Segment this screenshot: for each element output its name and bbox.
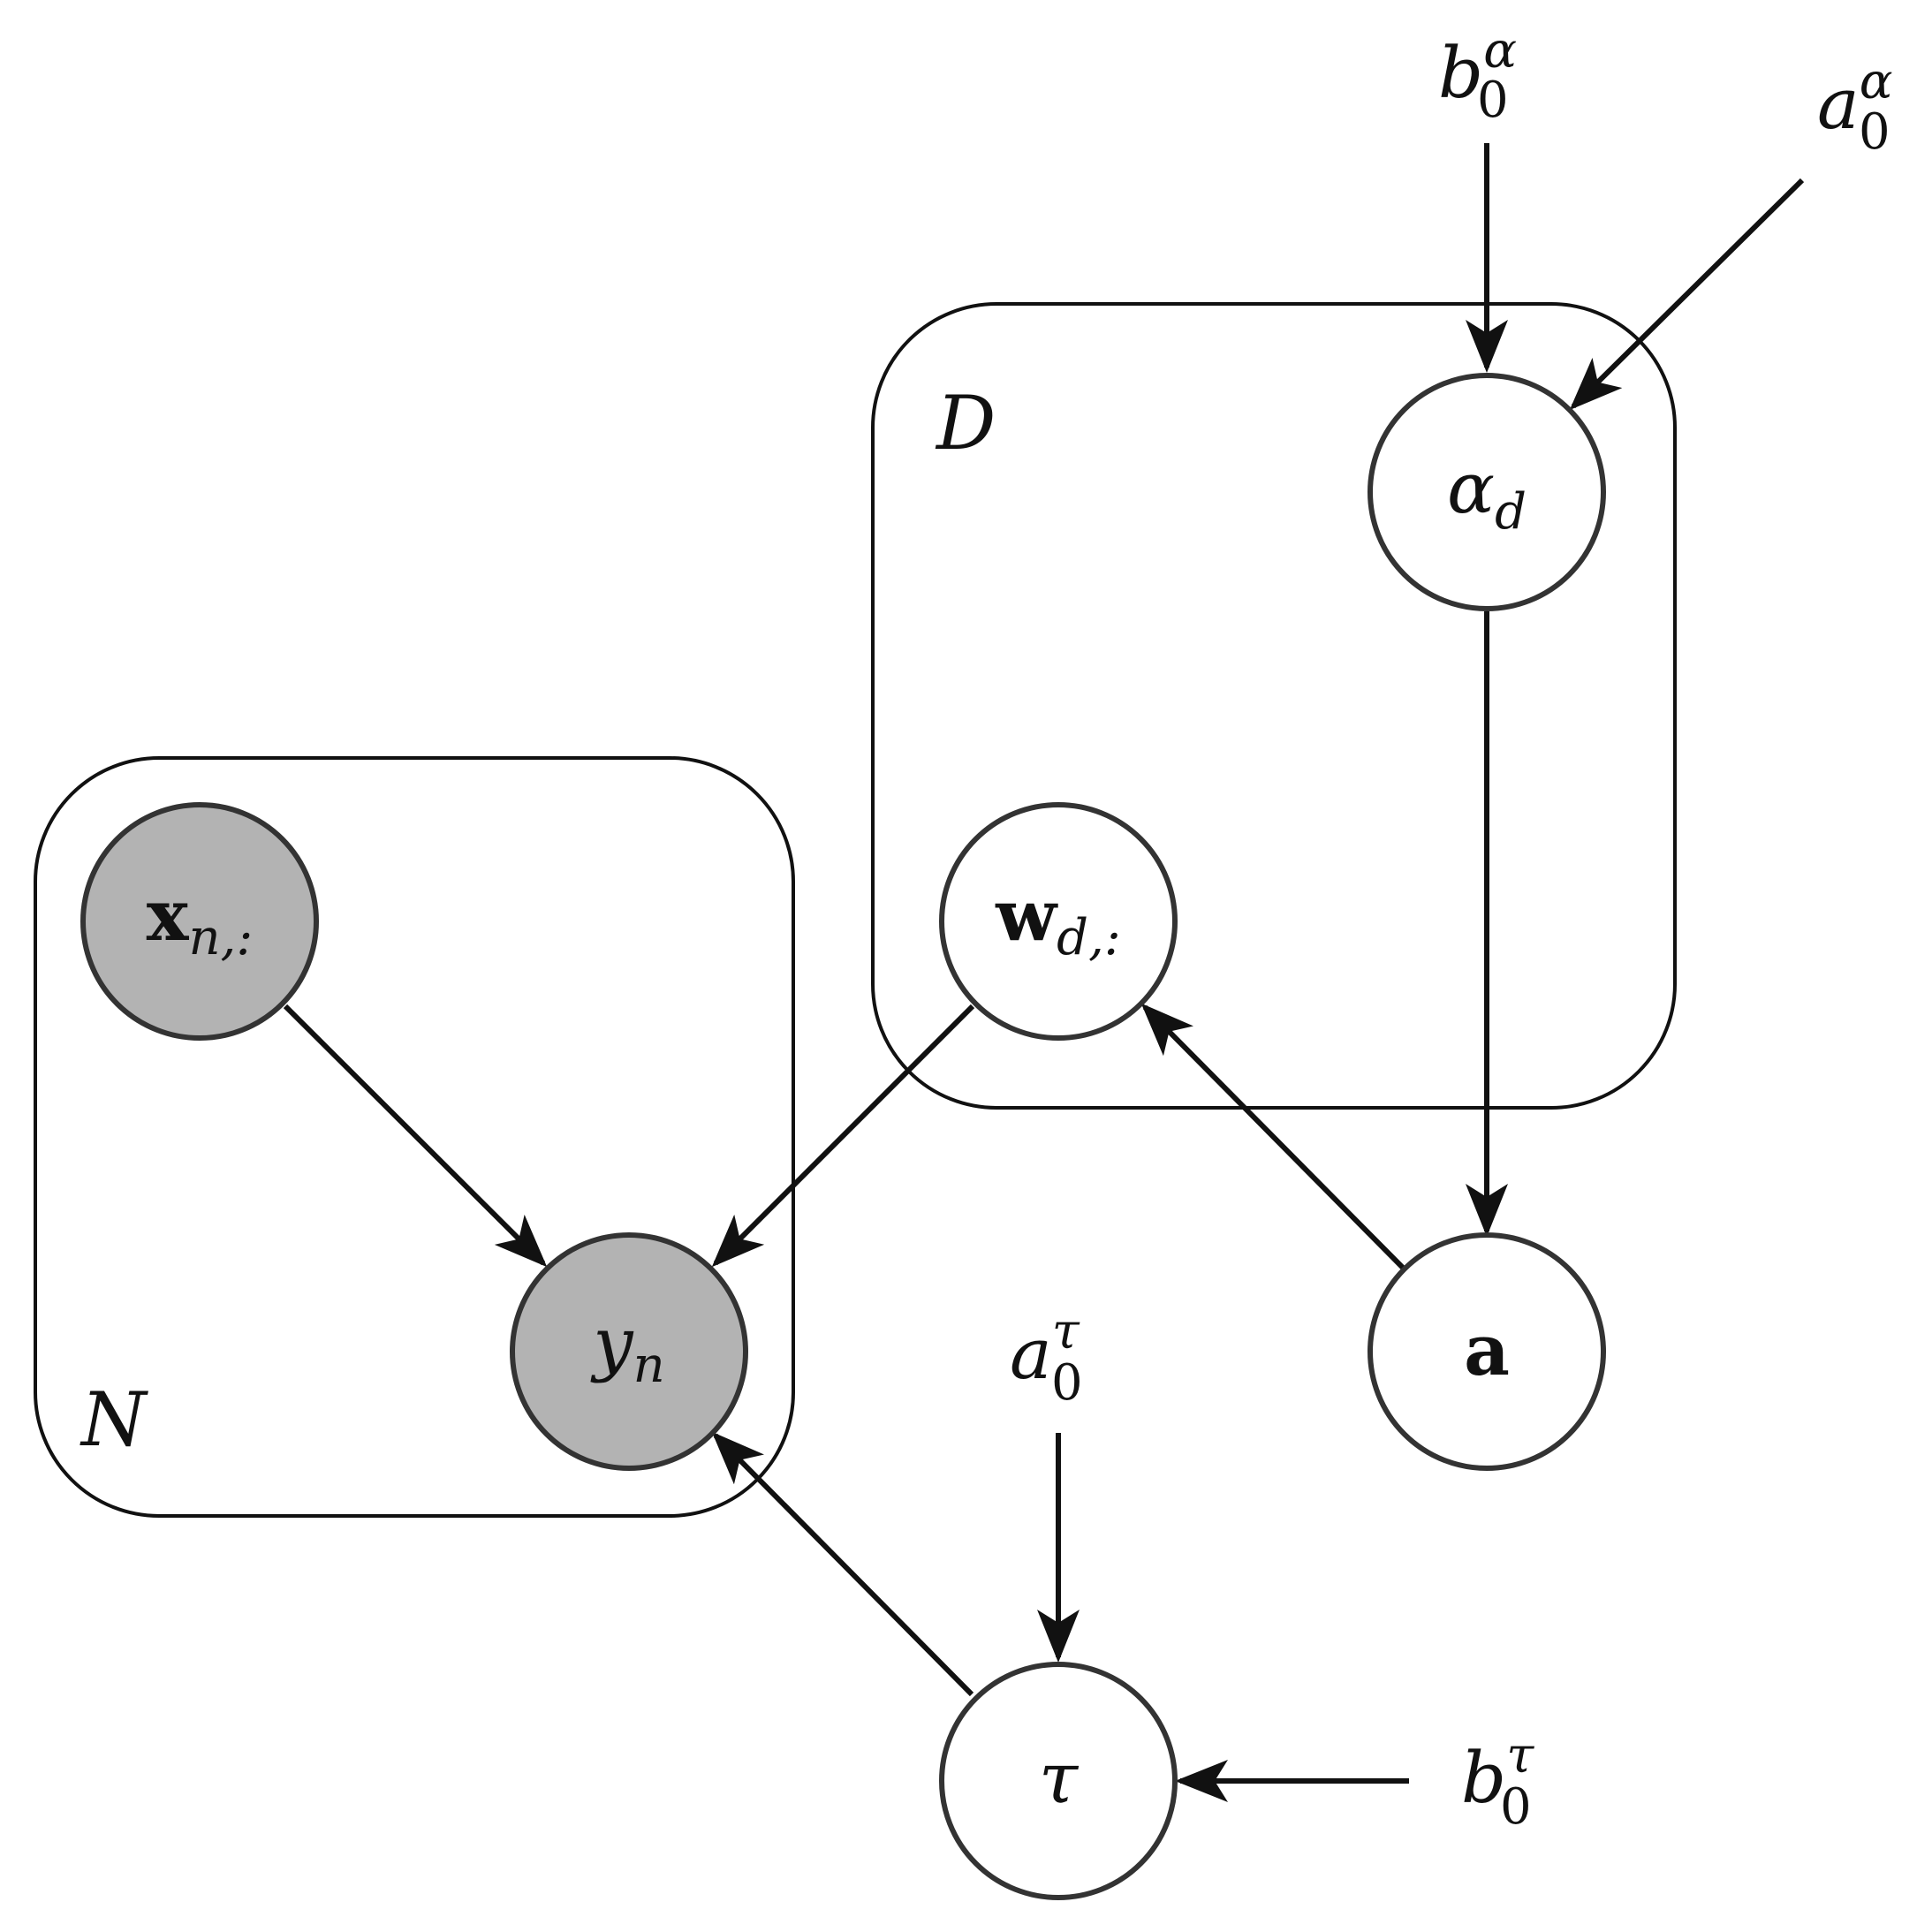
hyper-a0-tau-label: aτ: [1010, 1303, 1080, 1395]
node-alpha-base: α: [1447, 447, 1495, 529]
hyper-b0-tau-sup: τ: [1506, 1727, 1534, 1784]
hyper-a0-tau-sup: τ: [1052, 1303, 1080, 1360]
node-x-sub: n,:: [188, 909, 253, 966]
node-y-base: y: [590, 1302, 634, 1384]
hyper-a0-tau-base: a: [1010, 1313, 1052, 1395]
hyper-b0-alpha-sup: α: [1483, 22, 1517, 80]
node-x-label: xn,:: [147, 874, 253, 966]
node-x: xn,:: [80, 802, 319, 1041]
hyper-b0-tau-base: b: [1461, 1737, 1506, 1819]
node-alpha: αd: [1368, 373, 1606, 611]
plate-n-frame: [34, 756, 795, 1518]
node-alpha-circle: [1368, 373, 1606, 611]
plate-d-label: D: [935, 380, 996, 466]
node-w-label: wd,:: [995, 874, 1120, 966]
hyper-b0-alpha-label: bα: [1438, 22, 1517, 114]
hyper-b0-alpha: bα 0: [1438, 22, 1517, 129]
edges: [283, 143, 1805, 1802]
node-y-label: yn: [590, 1302, 664, 1394]
edge-tau-to-y: [711, 1431, 974, 1697]
plate-n: N: [34, 756, 795, 1518]
node-a-circle: [1368, 1232, 1606, 1471]
node-y-sub: n: [633, 1337, 665, 1394]
hyper-a0-alpha-base: a: [1817, 63, 1860, 145]
hyper-a0-tau: aτ 0: [1010, 1303, 1083, 1412]
node-a: a: [1368, 1232, 1606, 1471]
node-tau-label: τ: [1039, 1737, 1080, 1819]
node-x-circle: [80, 802, 319, 1041]
plate-n-label: N: [80, 1376, 148, 1463]
edge-a0alpha-to-alpha: [1569, 178, 1805, 411]
edge-a-to-w: [1140, 1003, 1406, 1271]
node-y-circle: [510, 1232, 748, 1471]
node-tau-circle: [939, 1662, 1178, 1900]
node-alpha-sub: d: [1495, 483, 1527, 541]
plate-d-frame: [871, 302, 1677, 1110]
hyper-b0-tau: bτ 0: [1461, 1727, 1534, 1836]
plate-d: D: [871, 302, 1677, 1110]
hyper-b0-tau-sub: 0: [1500, 1778, 1532, 1836]
edge-x-to-y: [283, 1004, 548, 1268]
hyper-a0-alpha: aα 0: [1817, 53, 1893, 161]
hyper-b0-tau-label: bτ: [1461, 1727, 1534, 1819]
hyper-a0-alpha-sub: 0: [1859, 103, 1890, 161]
node-w-base: w: [995, 874, 1058, 957]
node-w: wd,:: [939, 802, 1178, 1041]
node-a-label: a: [1464, 1308, 1510, 1391]
hyper-a0-tau-sub: 0: [1051, 1354, 1083, 1412]
hyper-b0-alpha-base: b: [1438, 32, 1483, 114]
hyper-a0-alpha-sup: α: [1860, 53, 1893, 110]
hyper-a0-alpha-label: aα: [1817, 53, 1893, 145]
node-w-sub: d,:: [1057, 909, 1121, 966]
node-x-base: x: [147, 874, 190, 957]
node-y: yn: [510, 1232, 748, 1471]
node-tau: τ: [939, 1662, 1178, 1900]
edge-w-to-y: [711, 1004, 975, 1268]
node-w-circle: [939, 802, 1178, 1041]
hyper-b0-alpha-sub: 0: [1477, 72, 1509, 129]
node-alpha-label: αd: [1447, 447, 1527, 541]
